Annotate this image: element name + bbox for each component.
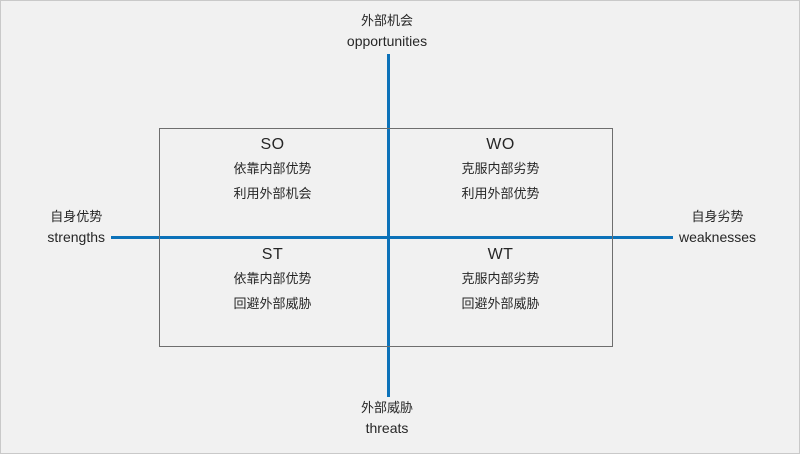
horizontal-axis-line [111, 236, 673, 239]
quadrant-wt-code: WT [487, 246, 514, 263]
axis-label-opportunities-cn: 外部机会 [360, 13, 414, 28]
quadrant-wt: WT 克服内部劣势 回避外部威胁 [387, 239, 614, 348]
quadrant-wt-line2: 回避外部威胁 [461, 296, 540, 311]
vertical-axis-line [387, 54, 390, 397]
quadrant-st-code: ST [261, 246, 284, 263]
axis-label-strengths-cn: 自身优势 [50, 209, 103, 224]
quadrant-wo: WO 克服内部劣势 利用外部优势 [387, 129, 614, 238]
axis-label-threats-en: threats [365, 419, 409, 436]
axis-label-strengths-en: strengths [47, 228, 105, 245]
quadrant-wo-line1: 克服内部劣势 [461, 161, 540, 176]
axis-label-opportunities: 外部机会 opportunities [347, 12, 427, 51]
quadrant-wo-line2: 利用外部优势 [461, 186, 540, 201]
quadrant-so-line2: 利用外部机会 [233, 186, 312, 201]
quadrant-so-line1: 依靠内部优势 [233, 161, 312, 176]
quadrant-wt-line1: 克服内部劣势 [461, 271, 540, 286]
axis-label-weaknesses: 自身劣势 weaknesses [679, 208, 756, 247]
axis-label-weaknesses-cn: 自身劣势 [691, 209, 744, 224]
axis-label-strengths: 自身优势 strengths [47, 208, 105, 247]
axis-label-threats: 外部威胁 threats [361, 399, 413, 438]
quadrant-wo-code: WO [486, 136, 515, 153]
quadrant-so-code: SO [260, 136, 285, 153]
quadrant-so: SO 依靠内部优势 利用外部机会 [159, 129, 386, 238]
matrix-border-rectangle [159, 128, 613, 347]
quadrant-st: ST 依靠内部优势 回避外部威胁 [159, 239, 386, 348]
axis-label-opportunities-en: opportunities [346, 32, 428, 49]
quadrant-st-line1: 依靠内部优势 [233, 271, 312, 286]
axis-label-weaknesses-en: weaknesses [679, 228, 757, 245]
quadrant-st-line2: 回避外部威胁 [233, 296, 312, 311]
axis-label-threats-cn: 外部威胁 [360, 400, 414, 415]
